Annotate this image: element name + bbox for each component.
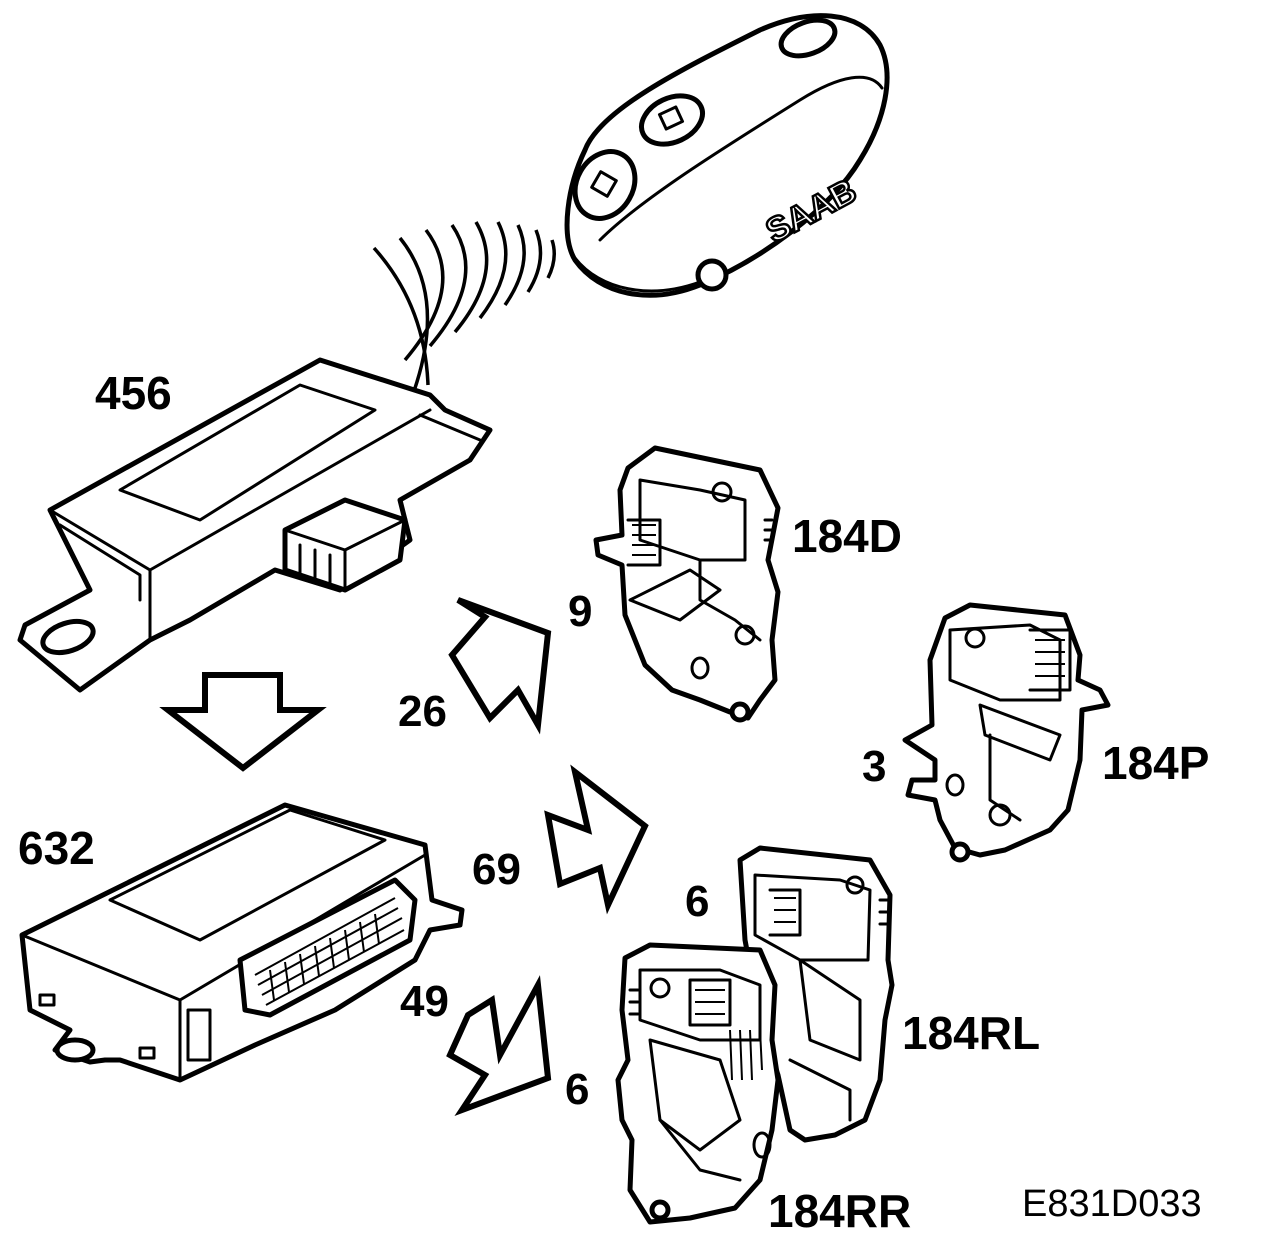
label-wire-49: 49: [400, 977, 449, 1026]
label-184RR: 184RR: [768, 1185, 912, 1237]
arrow-49: [446, 975, 552, 1117]
arrow-26: [448, 597, 552, 735]
label-184D: 184D: [792, 510, 902, 562]
module-456: [17, 357, 493, 693]
label-pin-3: 3: [862, 742, 887, 791]
label-pin-6-upper: 6: [685, 877, 710, 926]
label-632: 632: [18, 822, 95, 874]
arrow-69: [544, 764, 649, 915]
door-lock-184P: [902, 602, 1111, 863]
radio-waves: [372, 221, 556, 389]
label-pin-9: 9: [568, 587, 593, 636]
door-lock-184D: [593, 445, 781, 723]
figure-reference: E831D033: [1022, 1183, 1202, 1225]
label-456: 456: [95, 367, 172, 419]
label-pin-6-lower: 6: [565, 1065, 590, 1114]
label-184P: 184P: [1102, 737, 1210, 789]
down-arrow: [159, 672, 327, 772]
module-632: [19, 802, 465, 1083]
label-wire-69: 69: [472, 845, 521, 894]
label-184RL: 184RL: [902, 1007, 1041, 1059]
label-wire-26: 26: [398, 687, 447, 736]
remote-key-fob: SAAB: [564, 13, 890, 298]
door-lock-184RR: [615, 942, 781, 1225]
